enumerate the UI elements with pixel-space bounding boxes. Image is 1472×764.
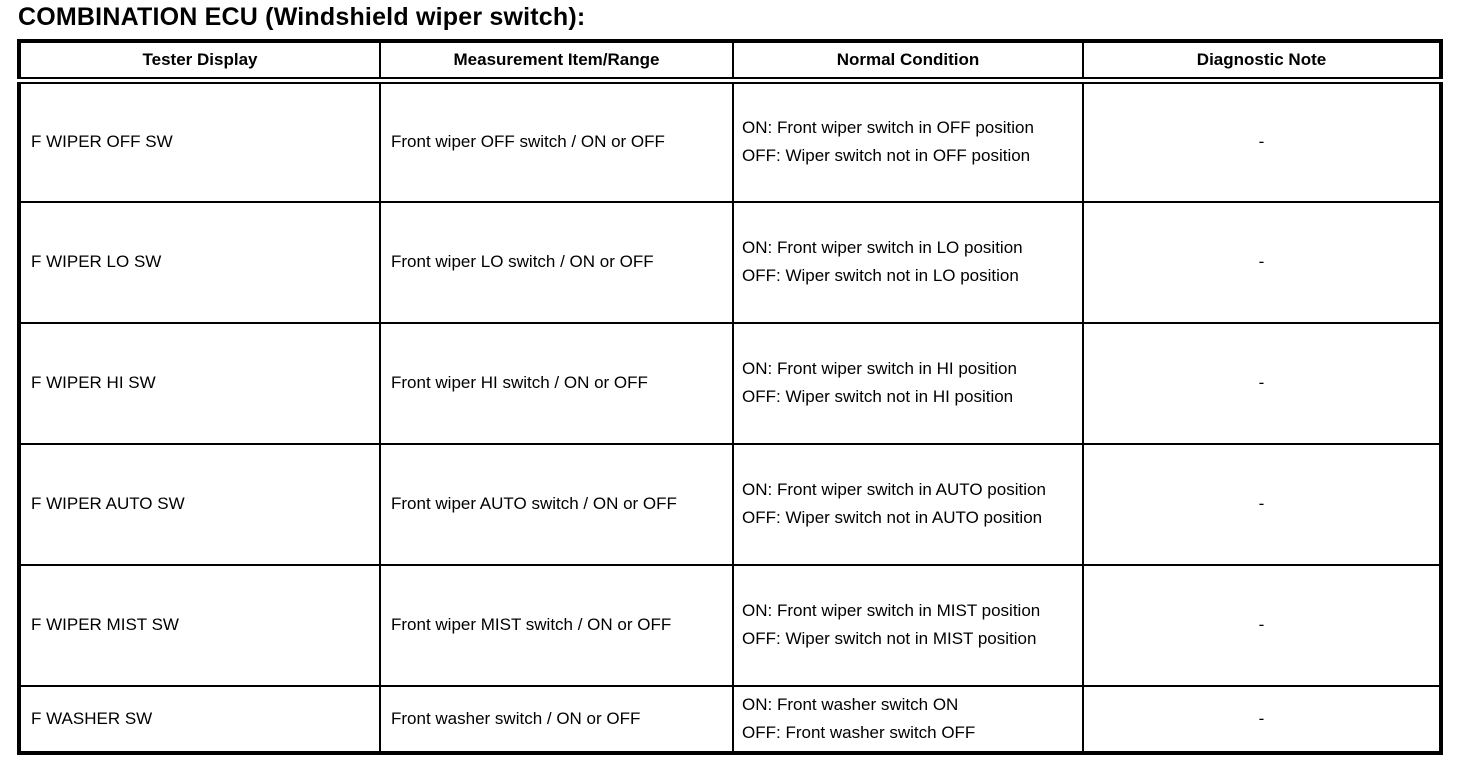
cell-diagnostic-note: - (1082, 321, 1442, 445)
column-header-diagnostic-note: Diagnostic Note (1082, 40, 1442, 84)
column-header-normal-condition: Normal Condition (732, 40, 1084, 84)
cell-measurement-item-range: Front wiper LO switch / ON or OFF (379, 200, 734, 324)
cell-measurement-item-range: Front washer switch / ON or OFF (379, 684, 734, 754)
table-header-row: Tester Display Measurement Item/Range No… (18, 40, 1442, 84)
cell-normal-condition: ON: Front wiper switch in AUTO position … (732, 442, 1084, 566)
cell-diagnostic-note: - (1082, 79, 1442, 203)
cell-normal-condition: ON: Front wiper switch in OFF position O… (732, 79, 1084, 203)
cell-tester-display: F WIPER HI SW (18, 321, 381, 445)
cell-normal-condition: ON: Front wiper switch in MIST position … (732, 563, 1084, 687)
cell-normal-condition: ON: Front wiper switch in LO position OF… (732, 200, 1084, 324)
ecu-data-list-table: Tester Display Measurement Item/Range No… (17, 39, 1443, 755)
cell-tester-display: F WASHER SW (18, 684, 381, 754)
cell-tester-display: F WIPER OFF SW (18, 79, 381, 203)
cell-diagnostic-note: - (1082, 563, 1442, 687)
table-header: Tester Display Measurement Item/Range No… (18, 40, 1442, 84)
cell-measurement-item-range: Front wiper MIST switch / ON or OFF (379, 563, 734, 687)
cell-measurement-item-range: Front wiper OFF switch / ON or OFF (379, 79, 734, 203)
cell-measurement-item-range: Front wiper HI switch / ON or OFF (379, 321, 734, 445)
cell-diagnostic-note: - (1082, 200, 1442, 324)
cell-diagnostic-note: - (1082, 442, 1442, 566)
column-header-tester-display: Tester Display (18, 40, 381, 84)
cell-normal-condition: ON: Front washer switch ON OFF: Front wa… (732, 684, 1084, 754)
cell-diagnostic-note: - (1082, 684, 1442, 754)
page-title: COMBINATION ECU (Windshield wiper switch… (18, 3, 586, 31)
cell-tester-display: F WIPER AUTO SW (18, 442, 381, 566)
column-header-measurement-item-range: Measurement Item/Range (379, 40, 734, 84)
cell-measurement-item-range: Front wiper AUTO switch / ON or OFF (379, 442, 734, 566)
cell-tester-display: F WIPER MIST SW (18, 563, 381, 687)
cell-tester-display: F WIPER LO SW (18, 200, 381, 324)
cell-normal-condition: ON: Front wiper switch in HI position OF… (732, 321, 1084, 445)
